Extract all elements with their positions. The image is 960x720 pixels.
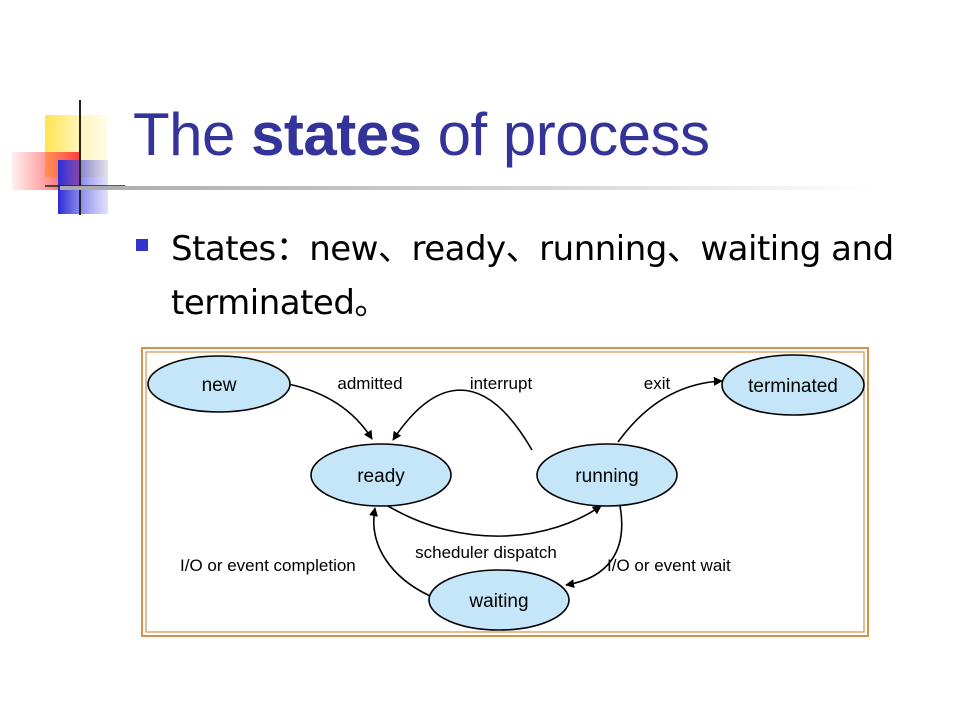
slide-logo — [12, 100, 125, 215]
edge-admitted — [287, 383, 373, 440]
state-waiting-label: waiting — [468, 591, 528, 612]
edge-scheduler-dispatch — [387, 505, 602, 537]
state-ready: ready — [310, 443, 452, 507]
bullet-text: States：new、ready、running、waiting and ter… — [171, 229, 894, 323]
state-terminated: terminated — [721, 354, 865, 416]
bullet-item: States：new、ready、running、waiting and ter… — [136, 222, 926, 330]
edge-interrupt — [392, 389, 533, 451]
state-ready-label: ready — [357, 466, 405, 487]
edge-exit — [617, 376, 723, 443]
title-suffix: of process — [421, 101, 710, 168]
state-new: new — [147, 355, 291, 413]
bullet-square-icon — [136, 239, 148, 251]
label-admitted: admitted — [337, 374, 402, 393]
edge-io-event-wait — [565, 505, 623, 589]
title-underline — [60, 186, 880, 190]
state-waiting: waiting — [428, 569, 570, 631]
title-emphasis: states — [251, 101, 422, 168]
title-prefix: The — [133, 101, 252, 168]
state-running: running — [536, 443, 678, 507]
label-scheduler-dispatch: scheduler dispatch — [415, 543, 557, 562]
label-interrupt: interrupt — [470, 374, 533, 393]
label-io-event-completion: I/O or event completion — [180, 556, 356, 575]
slide-title: The states of process — [133, 100, 710, 169]
state-new-label: new — [202, 375, 237, 396]
edge-io-event-completion — [369, 507, 431, 597]
process-state-diagram: new ready running terminated waiting adm… — [141, 347, 869, 637]
state-terminated-label: terminated — [748, 376, 838, 397]
label-exit: exit — [644, 374, 671, 393]
state-running-label: running — [575, 466, 638, 487]
label-io-event-wait: I/O or event wait — [607, 556, 731, 575]
diagram-frame-inner — [145, 351, 865, 633]
